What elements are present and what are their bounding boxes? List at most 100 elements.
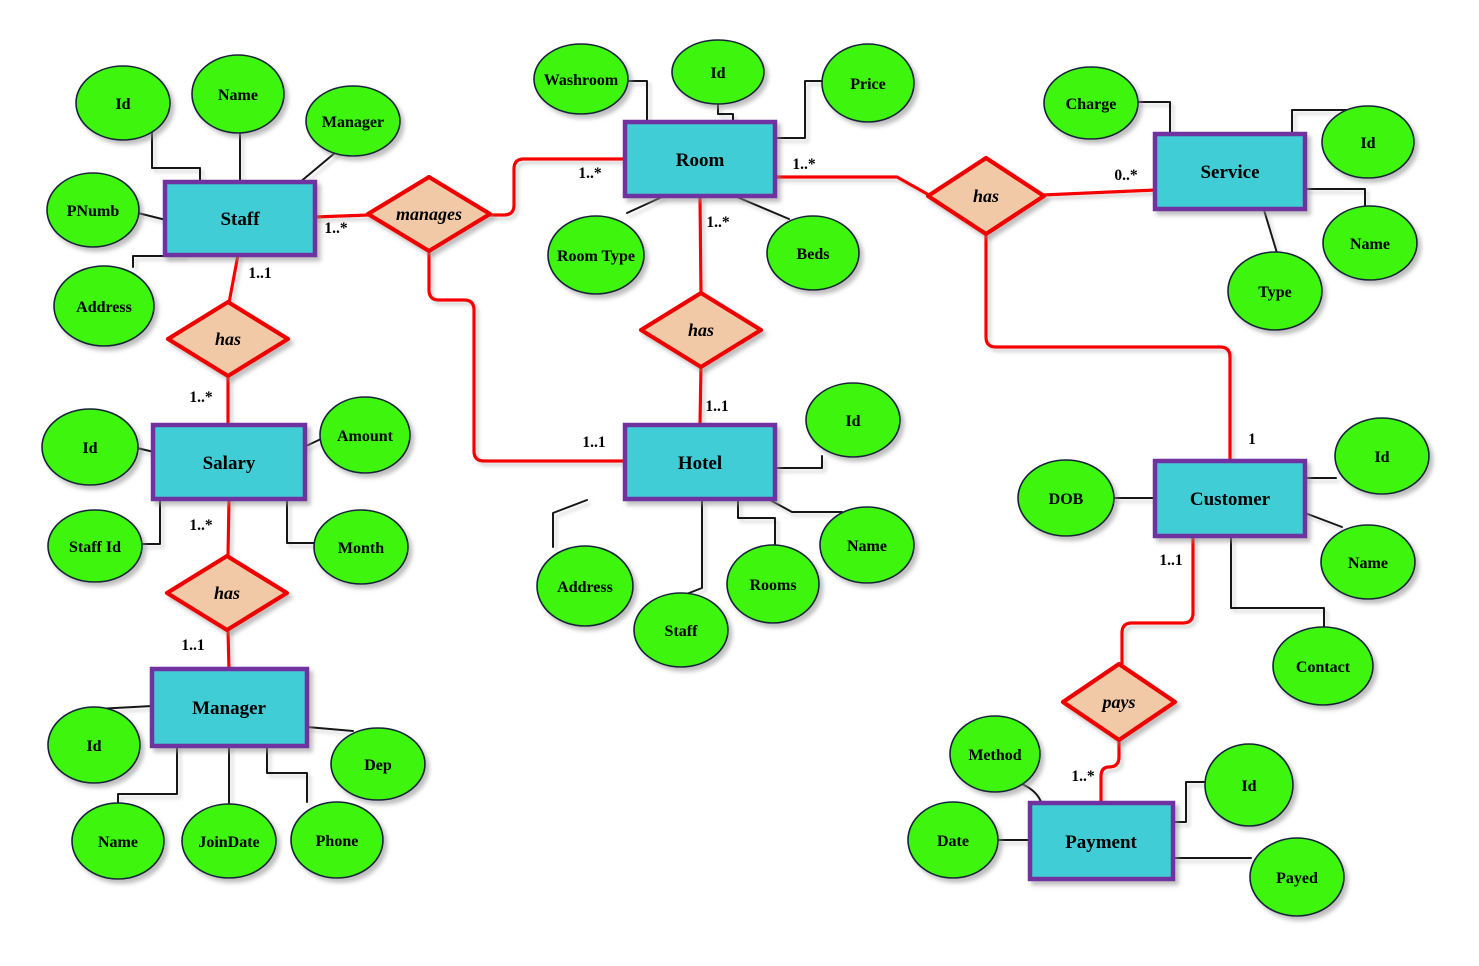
connector-staff-manager xyxy=(298,151,337,184)
cardinality-customer-has: 1 xyxy=(1248,431,1256,448)
attribute-salary-staff-id-label: Staff Id xyxy=(69,539,121,556)
attribute-room-room-type-label: Room Type xyxy=(557,248,635,265)
connector-room-has-service xyxy=(774,175,931,197)
connector-manager-phone xyxy=(266,745,308,803)
attribute-payment-id xyxy=(1204,743,1294,827)
connector-service-type xyxy=(1263,209,1278,254)
attribute-customer-id xyxy=(1334,417,1430,495)
attribute-hotel-staff-label: Staff xyxy=(665,623,699,640)
entity-staff xyxy=(162,179,318,258)
entity-staff-label: Staff xyxy=(220,209,260,230)
attribute-customer-name xyxy=(1320,524,1416,600)
attribute-hotel-address xyxy=(536,545,634,627)
attribute-room-washroom-label: Washroom xyxy=(544,72,619,89)
attribute-staff-pnumb xyxy=(46,172,140,248)
attribute-manager-id-label: Id xyxy=(86,738,101,755)
attribute-service-charge-label: Charge xyxy=(1066,96,1117,113)
entity-hotel xyxy=(622,422,778,502)
connector-customer-contact xyxy=(1230,535,1325,629)
attribute-hotel-staff xyxy=(633,592,729,668)
entity-room-label: Room xyxy=(676,150,725,171)
connector-room-price xyxy=(775,80,826,139)
attribute-service-id xyxy=(1321,105,1415,179)
relationship-room-has-hotel xyxy=(638,290,764,370)
connector-staff-id xyxy=(151,132,201,184)
cardinality-staff-has: 1..1 xyxy=(248,265,271,282)
cardinality-staff-manages: 1..* xyxy=(324,220,348,237)
entity-service-label: Service xyxy=(1200,162,1259,183)
entity-manager xyxy=(149,666,310,749)
connector-salary-month xyxy=(286,499,316,544)
cardinality-hotel-manages: 1..1 xyxy=(582,434,605,451)
connector-hotel-name xyxy=(769,499,843,513)
entity-service xyxy=(1152,131,1308,212)
entity-manager-label: Manager xyxy=(192,698,266,719)
connector-manages-room xyxy=(488,157,628,217)
attribute-staff-name xyxy=(191,54,285,134)
attribute-room-price-label: Price xyxy=(850,76,886,93)
relationship-staff-has-salary-label: has xyxy=(215,329,241,349)
entity-payment xyxy=(1027,800,1176,882)
attribute-manager-id xyxy=(47,706,141,784)
attribute-customer-name-label: Name xyxy=(1348,555,1388,572)
attribute-manager-name xyxy=(71,802,165,880)
attribute-hotel-id-label: Id xyxy=(845,413,860,430)
relationship-customer-pays-payment-label: pays xyxy=(1101,692,1136,712)
attribute-hotel-rooms-label: Rooms xyxy=(749,577,796,594)
attribute-payment-date xyxy=(907,801,999,879)
connector-room-beds xyxy=(736,196,790,220)
attribute-room-beds xyxy=(766,215,860,291)
attribute-hotel-name-label: Name xyxy=(847,538,887,555)
connector-staff-manages xyxy=(313,213,371,219)
connector-manager-name xyxy=(117,745,178,805)
attribute-customer-dob-label: DOB xyxy=(1049,491,1084,508)
relationship-salary-has-manager-label: has xyxy=(214,583,240,603)
attribute-room-price xyxy=(821,43,915,123)
cardinality-salary-has-bottom: 1..* xyxy=(189,517,213,534)
attribute-salary-id-label: Id xyxy=(82,440,97,457)
attribute-manager-dep-label: Dep xyxy=(364,757,392,774)
entity-salary-label: Salary xyxy=(203,453,256,474)
attribute-payment-id-label: Id xyxy=(1241,778,1256,795)
attribute-room-room-type xyxy=(547,215,645,295)
relationship-customer-pays-payment xyxy=(1060,661,1178,743)
connector-room-room-type xyxy=(626,196,663,214)
connector-staff-address xyxy=(132,255,185,268)
attribute-salary-staff-id xyxy=(47,509,143,583)
attribute-salary-amount-label: Amount xyxy=(337,428,394,445)
cardinality-customer-pays: 1..1 xyxy=(1159,552,1182,569)
attribute-service-id-label: Id xyxy=(1360,135,1375,152)
attribute-salary-month xyxy=(313,509,409,585)
entity-payment-label: Payment xyxy=(1065,832,1137,853)
relationship-room-has-hotel-label: has xyxy=(688,320,714,340)
attribute-room-id-label: Id xyxy=(710,65,725,82)
attribute-customer-dob xyxy=(1017,459,1115,537)
attribute-manager-joindate-label: JoinDate xyxy=(198,834,259,851)
connector-service-name xyxy=(1305,188,1366,208)
attribute-salary-id xyxy=(41,408,139,486)
connector-customer-name xyxy=(1304,512,1343,528)
connector-has-customer xyxy=(984,231,1232,464)
attribute-hotel-name xyxy=(819,506,915,584)
connector-hotel-staff xyxy=(683,499,703,596)
attribute-payment-payed xyxy=(1249,837,1345,917)
connector-room-washroom xyxy=(626,80,648,123)
attribute-staff-address-label: Address xyxy=(76,299,132,316)
cardinality-salary-has-top: 1..* xyxy=(189,389,213,406)
connector-hotel-address xyxy=(552,499,588,548)
connector-salary-has xyxy=(226,497,231,559)
relationship-salary-has-manager xyxy=(164,553,290,633)
relationship-staff-has-salary xyxy=(165,299,291,379)
attribute-staff-manager-label: Manager xyxy=(322,114,384,131)
attribute-staff-pnumb-label: PNumb xyxy=(67,203,120,220)
entity-customer xyxy=(1152,458,1308,539)
entity-customer-label: Customer xyxy=(1190,489,1271,510)
connector-pays-payment xyxy=(1099,737,1121,806)
cardinality-service-has: 0..* xyxy=(1114,167,1138,184)
relationship-manages-label: manages xyxy=(396,204,462,224)
connector-room-has-hotel xyxy=(698,194,703,296)
connector-service-id xyxy=(1291,109,1361,135)
attribute-room-beds-label: Beds xyxy=(797,246,830,263)
connector-manager-dep xyxy=(306,726,354,732)
